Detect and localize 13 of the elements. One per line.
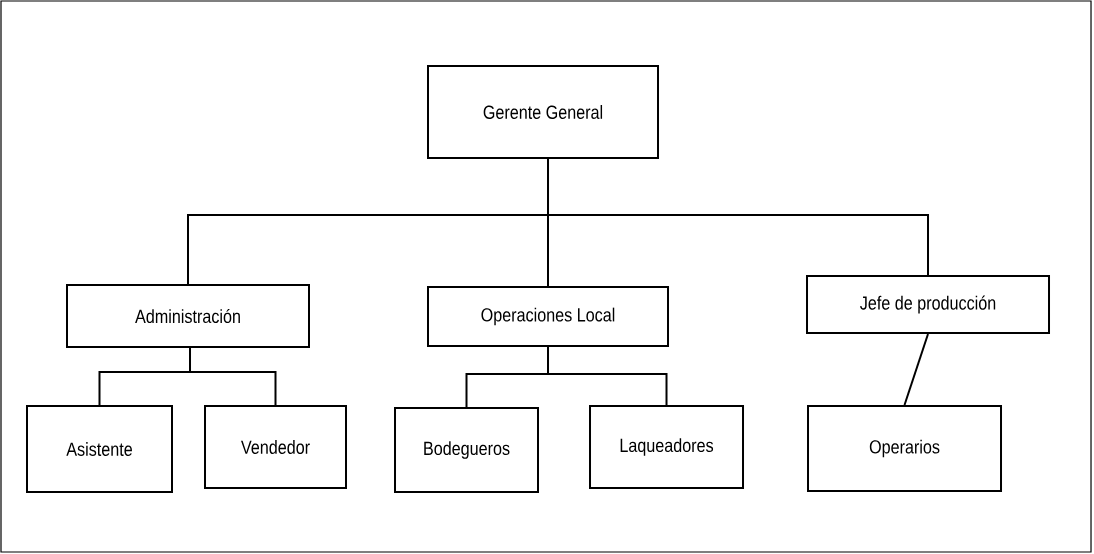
org-box: Jefe de producción — [806, 275, 1050, 334]
org-box: Administración — [66, 284, 310, 348]
org-box: Laqueadores — [589, 405, 744, 489]
org-box: Operarios — [807, 405, 1002, 492]
org-box: Vendedor — [204, 405, 347, 489]
org-box: Operaciones Local — [427, 286, 669, 347]
connector-line — [547, 346, 668, 406]
connector-line — [189, 347, 277, 406]
org-box: Asistente — [26, 405, 173, 493]
connector-line — [547, 158, 929, 276]
org-box: Bodegueros — [394, 407, 539, 493]
org-box: Gerente General — [427, 65, 659, 159]
connector-line — [903, 333, 929, 406]
